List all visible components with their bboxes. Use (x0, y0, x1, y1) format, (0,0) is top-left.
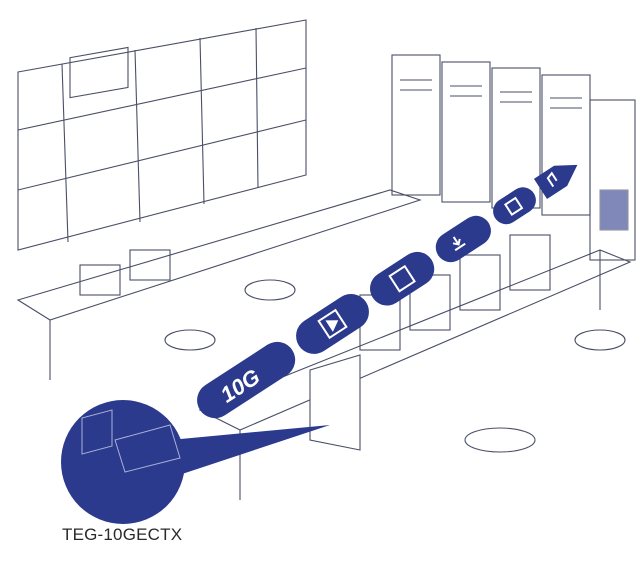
document-icon (503, 196, 524, 216)
server-racks (391, 54, 636, 261)
network-card-icon (81, 409, 181, 473)
video-wall (17, 19, 307, 251)
music-note-icon (546, 171, 558, 188)
product-label: TEG-10GECTX (62, 525, 183, 544)
chairs (164, 279, 626, 453)
data-flow-arrow: 10G (197, 164, 578, 419)
download-icon (452, 236, 466, 252)
video-play-icon (317, 308, 348, 340)
image-icon (388, 264, 416, 293)
product-callout (61, 400, 330, 524)
